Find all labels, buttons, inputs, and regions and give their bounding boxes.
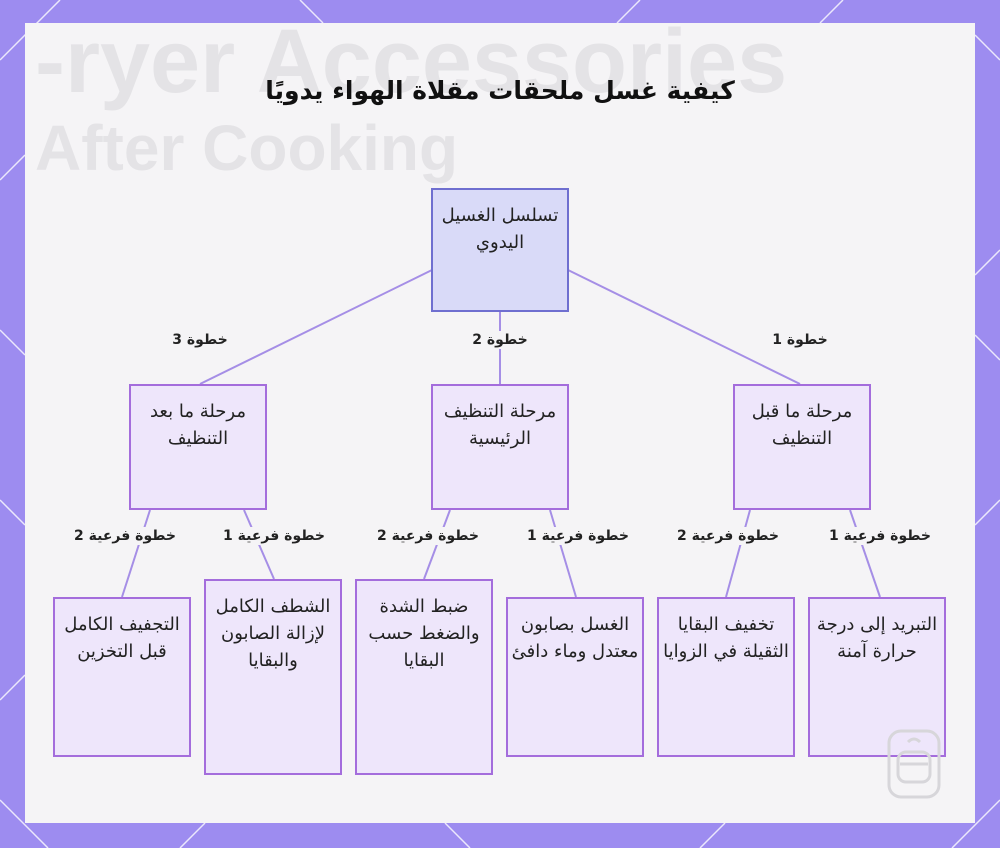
stage-node-1: مرحلة ما قبل التنظيف [733,384,871,510]
stage-node-label: مرحلة ما قبل التنظيف [751,401,853,449]
diagram-title: كيفية غسل ملحقات مقلاة الهواء يدويًا [265,76,735,105]
step-node-3-1: الشطف الكامل لإزالة الصابون والبقايا [204,579,342,775]
step-node-2-2: ضبط الشدة والضغط حسب البقايا [355,579,493,775]
stage-node-2: مرحلة التنظيف الرئيسية [431,384,569,510]
edge-label: خطوة فرعية 1 [524,527,632,545]
step-node-2-1: الغسل بصابون معتدل وماء دافئ [506,597,644,757]
step-node-label: الغسل بصابون معتدل وماء دافئ [511,614,639,662]
stage-node-3: مرحلة ما بعد التنظيف [129,384,267,510]
edge-label: خطوة فرعية 1 [220,527,328,545]
edge-label: خطوة 3 [169,331,231,349]
step-node-3-2: التجفيف الكامل قبل التخزين [53,597,191,757]
basket-logo-icon [887,729,941,799]
step-node-label: تخفيف البقايا الثقيلة في الزوايا [663,614,789,662]
edge-label: خطوة فرعية 1 [826,527,934,545]
edge-label: خطوة فرعية 2 [71,527,179,545]
root-node: تسلسل الغسيل اليدوي [431,188,569,312]
edge-line [849,509,881,598]
step-node-label: التبريد إلى درجة حرارة آمنة [816,614,938,662]
stage-node-label: مرحلة ما بعد التنظيف [149,401,247,449]
edge-label: خطوة فرعية 2 [374,527,482,545]
edge-line [549,509,577,598]
background-text: After Cooking [35,112,459,184]
edge-label: خطوة فرعية 2 [674,527,782,545]
step-node-label: التجفيف الكامل قبل التخزين [64,614,180,662]
edge-label: خطوة 1 [769,331,831,349]
edge-line [567,269,801,385]
step-node-1-2: تخفيف البقايا الثقيلة في الزوايا [657,597,795,757]
edge-label: خطوة 2 [469,331,531,349]
edge-line [199,269,433,385]
root-node-label: تسلسل الغسيل اليدوي [441,205,559,253]
edge-line [121,509,151,598]
edge-line [725,509,751,598]
background-text: -ryer Accessories [35,23,788,112]
step-node-label: ضبط الشدة والضغط حسب البقايا [368,596,480,671]
stage-node-label: مرحلة التنظيف الرئيسية [443,401,557,449]
step-node-label: الشطف الكامل لإزالة الصابون والبقايا [215,596,331,671]
